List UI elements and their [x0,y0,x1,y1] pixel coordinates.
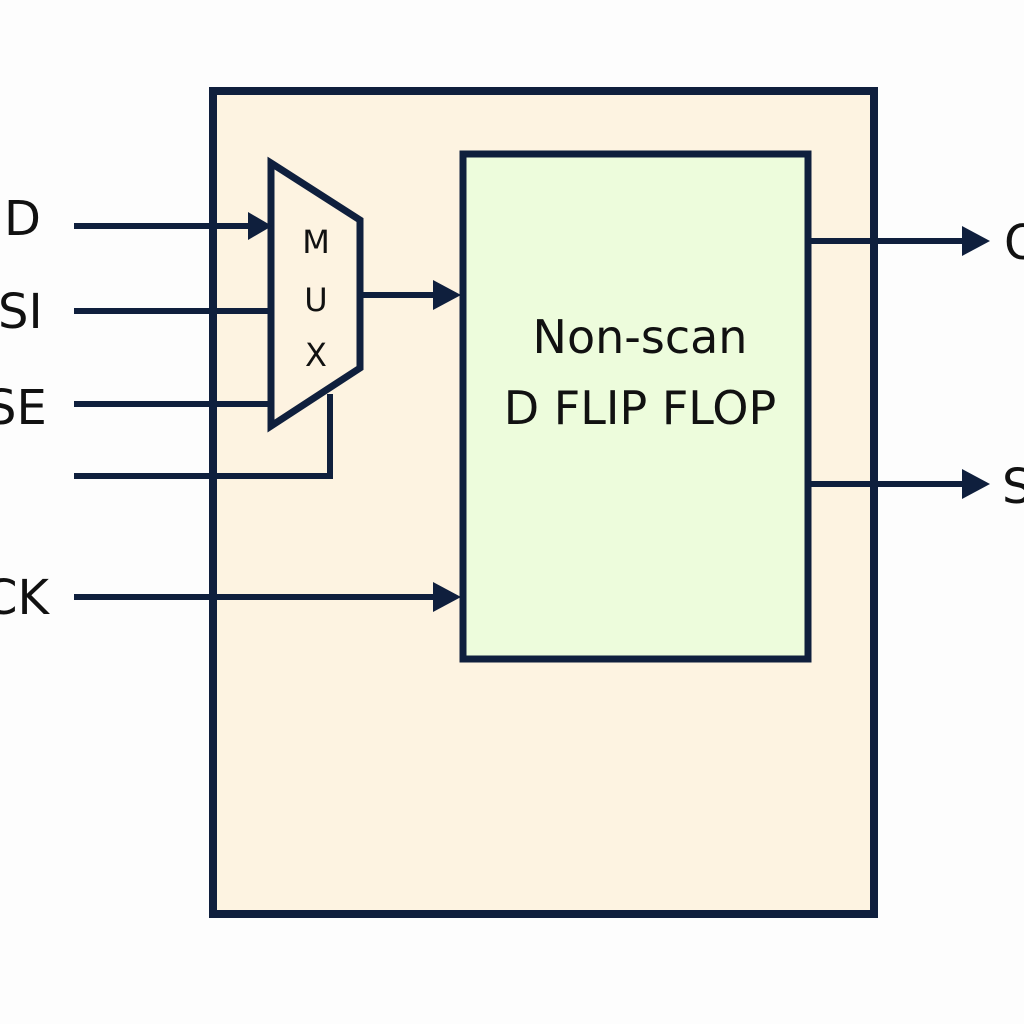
so-output-arrow [962,469,990,499]
q-output-arrow [962,226,990,256]
mux-select-wire [74,394,333,479]
mux-letter-x: X [305,336,327,374]
clock-input-arrow [433,582,461,612]
si-input-label: SI [0,284,43,340]
so-output-label: S [1002,459,1024,515]
se-input-label: SE [0,380,47,436]
q-output-label: Q [1004,215,1024,271]
mux-letter-m: M [302,223,330,261]
d-input-arrow [248,212,272,240]
d-flip-flop-block [459,150,812,663]
ff-label-line-2: D FLIP FLOP [504,381,776,435]
mux-letter-u: U [304,281,327,319]
mux-block [267,156,364,433]
d-input-label: D [4,191,41,247]
clock-input-label: CK [0,570,51,626]
ff-label-line-1: Non-scan [533,310,748,364]
mux-output-arrow [433,280,461,310]
